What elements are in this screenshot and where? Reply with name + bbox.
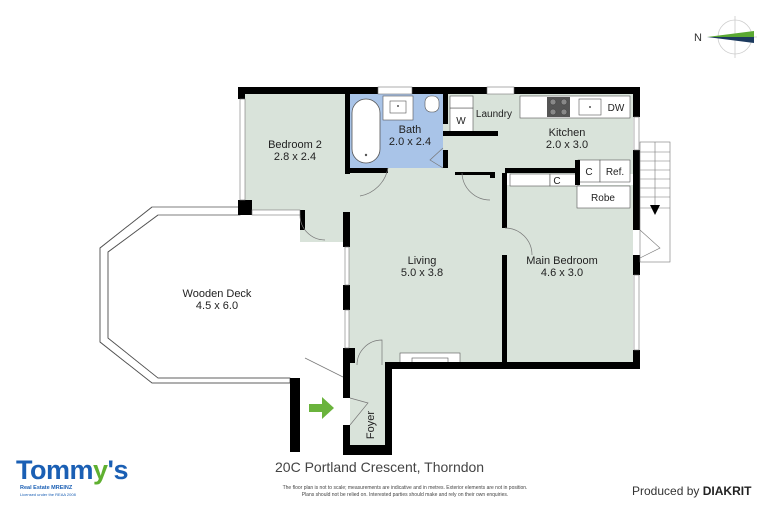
- windows: [239, 86, 640, 351]
- bedroom-cupboard-label: C: [553, 176, 560, 187]
- stairs-down-arrow-icon: [650, 205, 660, 215]
- agency-logo-name-prefix: Tomm: [16, 455, 94, 485]
- property-address: 20C Portland Crescent, Thorndon: [275, 459, 485, 475]
- doors: [299, 147, 533, 426]
- room-foyer-name: Foyer: [365, 411, 377, 439]
- toilet-icon: [424, 95, 440, 113]
- washer-label: W: [456, 116, 466, 127]
- room-bedroom2-name: Bedroom 2: [268, 139, 322, 151]
- agency-logo-subtitle: Real Estate MREINZ: [20, 485, 73, 491]
- agency-logo-name: Tommy's: [16, 456, 128, 484]
- room-living-size: 5.0 x 3.8: [401, 267, 443, 279]
- compass-needle-icon: [707, 31, 754, 37]
- disclaimer-line-2: Plans should not be relied on. Intereste…: [301, 492, 509, 498]
- room-bedroom2-size: 2.8 x 2.4: [274, 151, 316, 163]
- bathtub-icon: [351, 98, 381, 164]
- room-bath-name: Bath: [399, 124, 422, 136]
- walls: [238, 87, 640, 455]
- fridge-label: Ref.: [606, 167, 624, 178]
- producer-brand: DIAKRIT: [702, 484, 752, 498]
- agency-logo: Tommy's Real Estate MREINZ Licensed unde…: [16, 456, 146, 497]
- agency-logo-license: Licensed under the REAA 2008: [20, 492, 76, 497]
- room-deck-name: Wooden Deck: [183, 288, 252, 300]
- room-deck-size: 4.5 x 6.0: [196, 300, 238, 312]
- agency-logo-name-suffix: 's: [107, 455, 129, 485]
- laundry-label: Laundry: [476, 109, 512, 120]
- room-main-bedroom-size: 4.6 x 3.0: [541, 267, 583, 279]
- robe-label: Robe: [591, 193, 615, 204]
- agency-logo-key-icon: y: [93, 455, 108, 485]
- stairs: [639, 141, 671, 263]
- room-bath-size: 2.0 x 2.4: [389, 136, 431, 148]
- kitchen-cupboard-label: C: [585, 167, 592, 178]
- disclaimer: The floor plan is not to scale; measurem…: [260, 485, 550, 499]
- producer-credit: Produced by DIAKRIT: [632, 484, 751, 498]
- room-kitchen-name: Kitchen: [549, 127, 586, 139]
- dishwasher-label: DW: [608, 103, 625, 114]
- room-living-name: Living: [408, 255, 437, 267]
- wooden-deck: [99, 206, 300, 452]
- disclaimer-line-1: The floor plan is not to scale; measurem…: [282, 485, 528, 491]
- room-kitchen-size: 2.0 x 3.0: [546, 139, 588, 151]
- producer-prefix: Produced by: [632, 484, 700, 498]
- compass-north-label: N: [694, 32, 702, 44]
- room-main-bedroom-name: Main Bedroom: [526, 255, 598, 267]
- compass: [707, 16, 757, 58]
- entry-arrow-icon: [309, 397, 334, 419]
